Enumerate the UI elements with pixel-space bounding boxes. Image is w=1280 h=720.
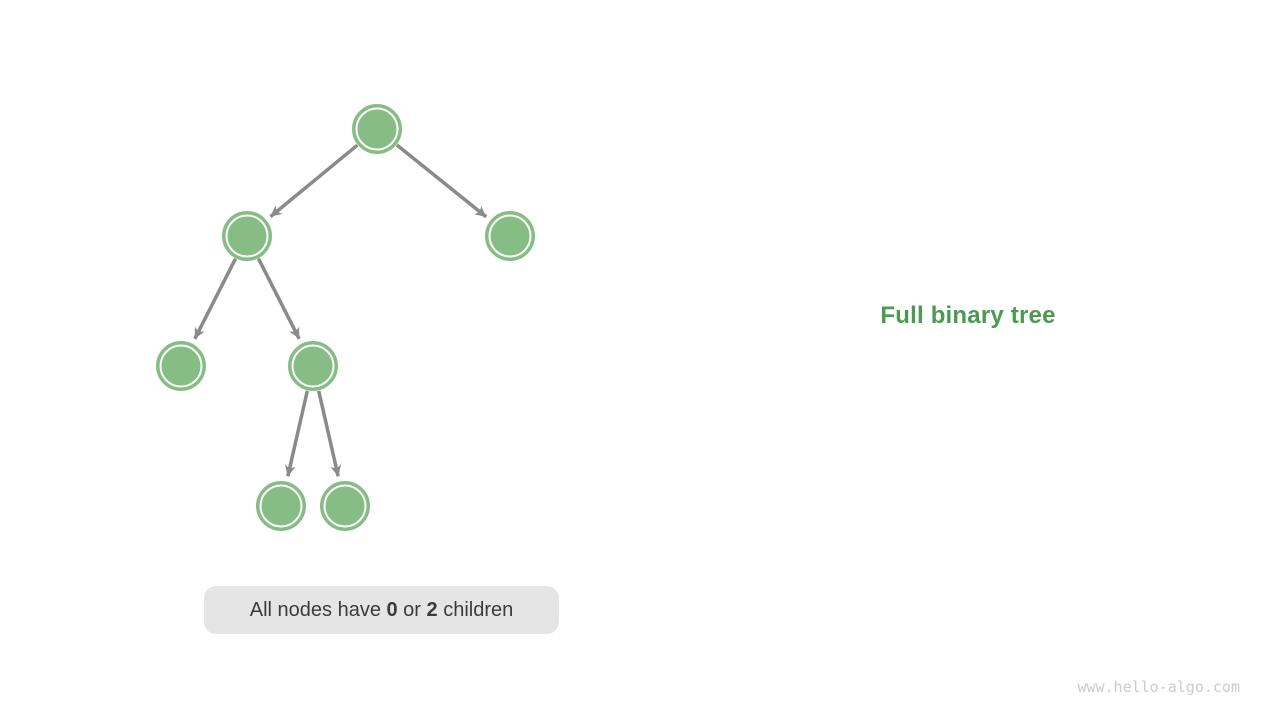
caption-bold-zero: 0 [386, 598, 398, 621]
tree-node-LRL [256, 481, 306, 531]
watermark: www.hello-algo.com [1077, 678, 1240, 696]
caption-box: All nodes have 0 or 2 children [204, 586, 559, 634]
tree-edge-LR-LRR [316, 390, 342, 477]
node-layer [156, 104, 535, 531]
tree-node-LL [156, 341, 206, 391]
caption-bold-two: 2 [426, 598, 438, 621]
tree-node-R [485, 211, 535, 261]
tree-edge-root-R [395, 143, 488, 219]
tree-edge-root-L [269, 143, 359, 218]
edge-layer [193, 143, 488, 477]
figure-title: Full binary tree [880, 302, 1056, 329]
tree-node-LR [288, 341, 338, 391]
tree-node-root [352, 104, 402, 154]
tree-edge-L-LR [256, 257, 301, 340]
tree-edge-LR-LRL [284, 390, 310, 477]
caption-text-1: All nodes have [249, 598, 387, 621]
caption-text-3: children [437, 598, 514, 621]
tree-node-L [222, 211, 272, 261]
tree-node-LRR [320, 481, 370, 531]
caption-text-2: or [397, 598, 427, 621]
tree-edge-L-LL [193, 257, 238, 340]
